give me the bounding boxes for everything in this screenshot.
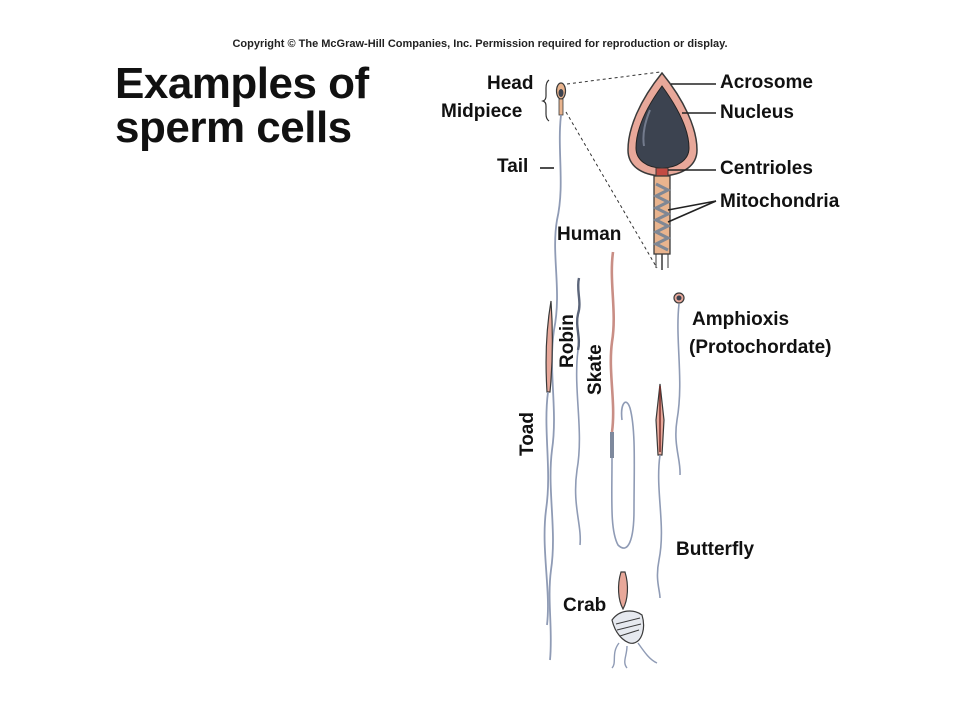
label-acrosome: Acrosome [720,72,813,93]
label-midpiece: Midpiece [441,101,523,122]
label-nucleus: Nucleus [720,102,794,123]
title-line-1: Examples of [115,59,369,108]
enlarged-sperm [627,71,698,270]
label-mitochondria: Mitochondria [720,191,840,212]
zoom-line-bottom [565,111,658,269]
human-sperm [548,82,567,661]
zoom-line-top [566,71,661,85]
label-head: Head [487,73,534,94]
page-title: Examples of sperm cells [115,62,415,150]
copyright-notice: Copyright © The McGraw-Hill Companies, I… [232,38,728,50]
label-skate: Skate [585,344,606,395]
title-line-2: sperm cells [115,103,352,152]
label-amphioxis: Amphioxis [692,309,790,330]
skate-sperm [609,251,636,549]
butterfly-sperm [655,383,665,599]
label-butterfly: Butterfly [676,539,755,560]
mitochondria-pointer [667,200,717,223]
head-midpiece-bracket [541,79,550,122]
label-toad: Toad [517,412,538,456]
amphioxis-sperm [673,292,685,476]
label-protochordate: (Protochordate) [689,337,832,358]
toad-sperm [543,300,553,626]
robin-sperm [574,277,582,546]
crab-sperm [611,571,658,669]
label-crab: Crab [563,595,607,616]
label-human: Human [557,224,622,245]
mitochondria-spiral [652,182,672,252]
label-robin: Robin [557,314,578,368]
label-centrioles: Centrioles [720,158,813,179]
label-tail: Tail [497,156,529,177]
